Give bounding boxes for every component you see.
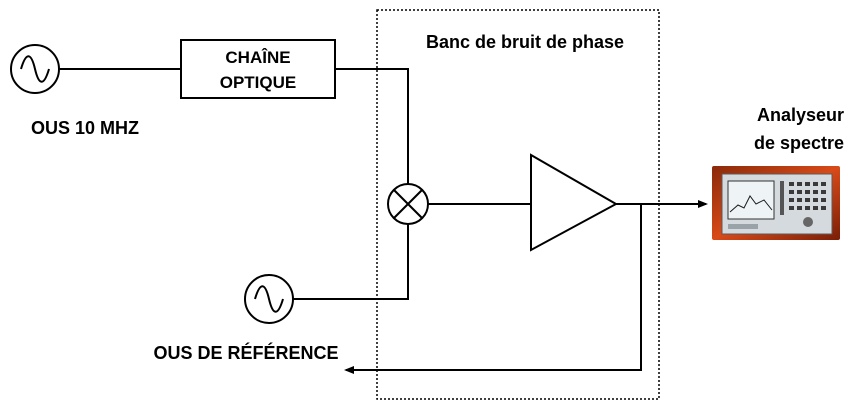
source-oscillator-sine-wave-icon (11, 45, 59, 93)
wire-optical-chain-to-mixer (335, 69, 408, 184)
analyzer-label-line2: de spectre (754, 133, 844, 153)
optical-chain-label-line2: OPTIQUE (220, 73, 297, 92)
amplifier-triangle-icon (531, 155, 616, 250)
analyzer-label-line1: Analyseur (757, 105, 844, 125)
reference-oscillator-sine-wave-icon (245, 275, 293, 323)
optical-chain-label-line1: CHAÎNE (225, 48, 290, 67)
source-label: OUS 10 MHZ (31, 118, 139, 138)
bench-title: Banc de bruit de phase (426, 32, 624, 52)
optical-chain-block: CHAÎNE OPTIQUE (181, 40, 335, 98)
wire-reference-to-mixer (293, 224, 408, 299)
reference-label: OUS DE RÉFÉRENCE (153, 342, 338, 363)
wire-output-branch (346, 204, 641, 370)
spectrum-analyzer-device-icon (712, 166, 840, 240)
mixer-cross-icon (388, 184, 428, 224)
